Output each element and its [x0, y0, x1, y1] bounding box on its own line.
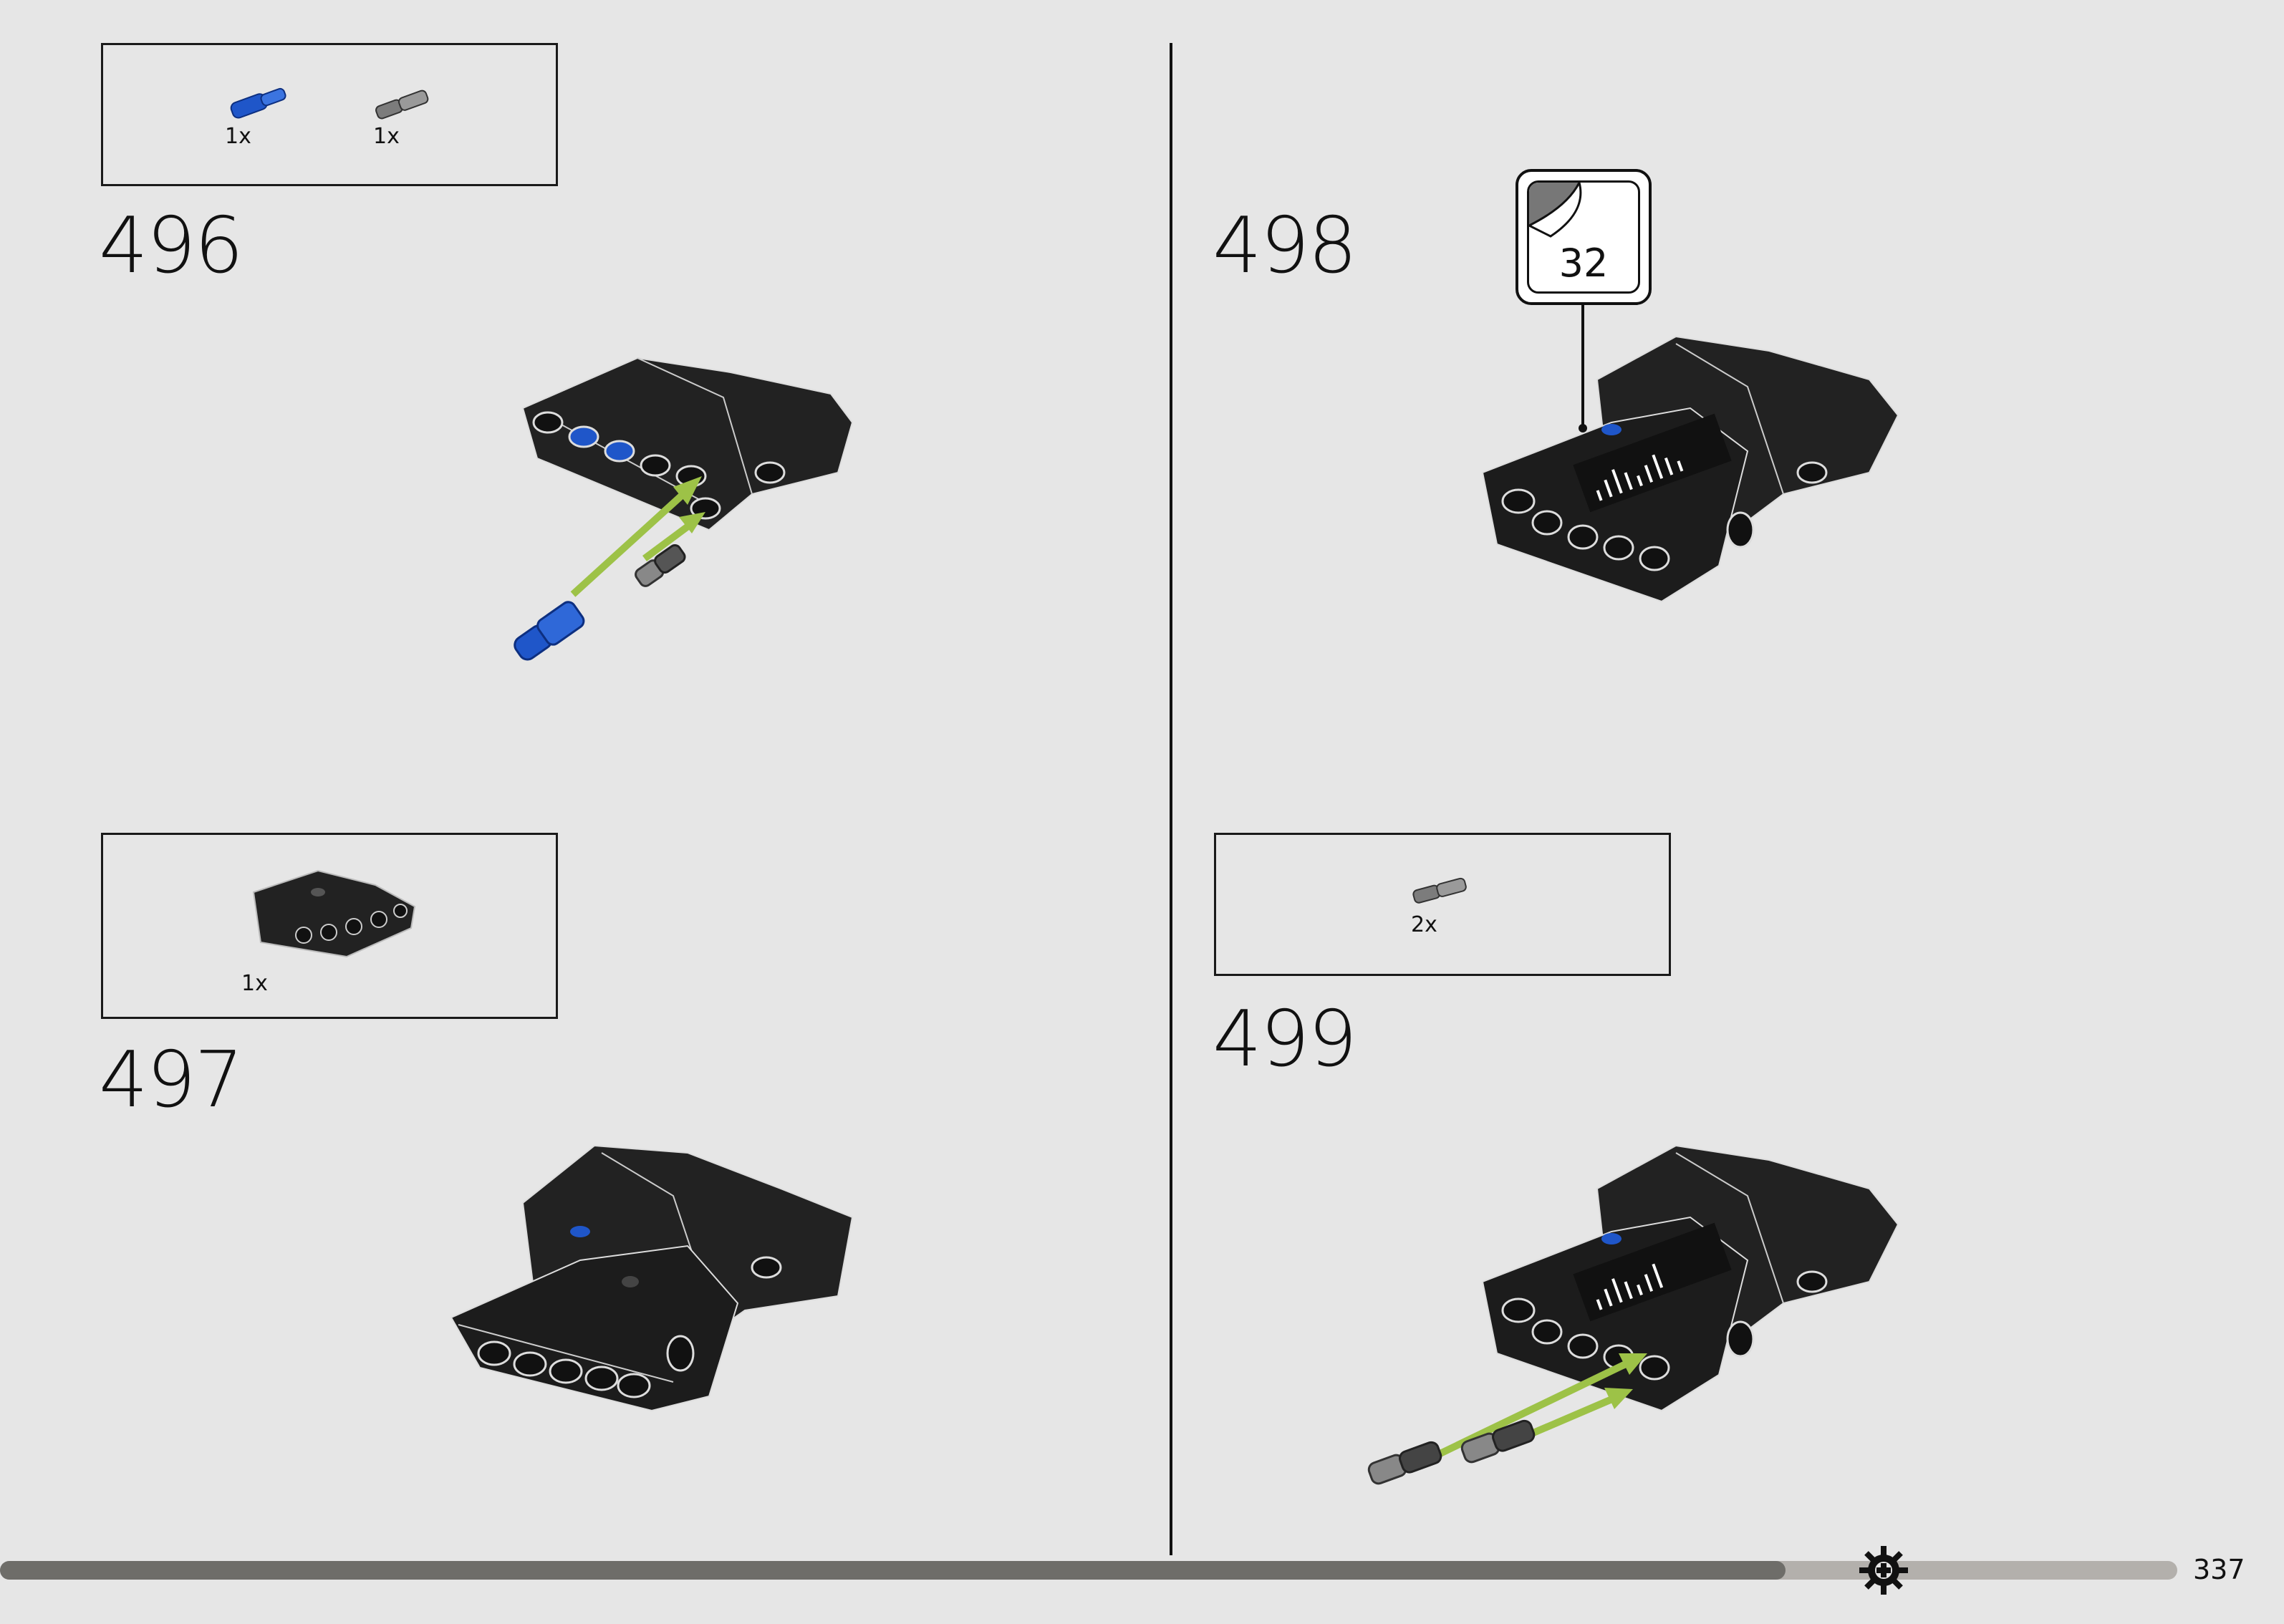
- sticker-number: 32: [1558, 241, 1609, 286]
- part-qty: 1x: [241, 971, 268, 996]
- step-497-assembly-illustration: [450, 1144, 854, 1412]
- sticker-sheet-icon: 32: [1527, 180, 1640, 294]
- step-number: 496: [99, 201, 244, 291]
- part-qty: 2x: [1411, 912, 1437, 937]
- step-496-assembly-illustration: [514, 357, 854, 661]
- progress-bar-fill: [0, 1561, 1786, 1580]
- sticker-leader-line: [1579, 305, 1587, 432]
- step-499-assembly-illustration: [1367, 1144, 1899, 1485]
- sticker-callout: 32: [1516, 169, 1652, 305]
- parts-list-497: 1x: [101, 833, 558, 1019]
- step-498-assembly-illustration: [1481, 335, 1899, 603]
- part-qty: 1x: [373, 124, 400, 149]
- step-number: 499: [1213, 995, 1357, 1084]
- parts-list-499: 2x: [1214, 833, 1671, 976]
- black-panel-beam-icon: [252, 869, 416, 958]
- step-number: 498: [1213, 201, 1357, 291]
- progress-bar: [0, 1561, 2177, 1580]
- parts-list-496: 1x 1x: [101, 43, 558, 186]
- step-number: 497: [99, 1035, 244, 1125]
- part-qty: 1x: [225, 124, 251, 149]
- gray-friction-pin-icon: [1412, 877, 1467, 904]
- cisco-logo-sticker: [1573, 413, 1732, 513]
- page-divider: [1170, 43, 1172, 1555]
- page-number: 337: [2193, 1554, 2245, 1585]
- gray-friction-pin-icon: [375, 90, 429, 120]
- gear-icon: [1859, 1546, 1908, 1595]
- blue-axle-pin-icon: [230, 87, 286, 119]
